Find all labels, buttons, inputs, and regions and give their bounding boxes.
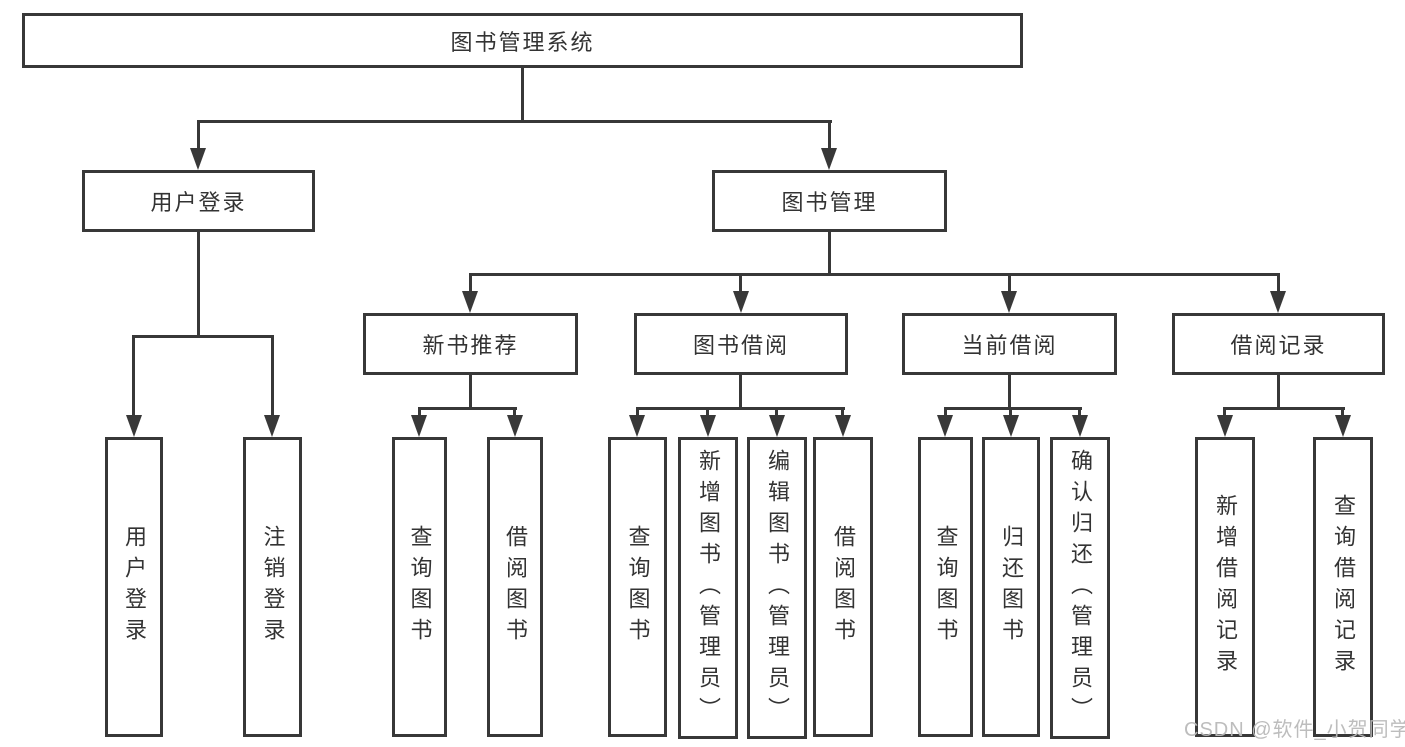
connector-vline [132, 335, 135, 417]
arrow-down-icon [1335, 415, 1351, 437]
connector-hline [418, 407, 517, 410]
node-borrowing-records: 借阅记录 [1172, 313, 1385, 375]
arrow-down-icon [769, 415, 785, 437]
node-current-borrowing: 当前借阅 [902, 313, 1117, 375]
connector-vline [469, 273, 472, 293]
leaf-query-books-borrowing: 查询图书 [608, 437, 667, 737]
arrow-down-icon [1072, 415, 1088, 437]
leaf-add-book-admin: 新增图书（管理员） [678, 437, 738, 739]
arrow-down-icon [629, 415, 645, 437]
node-user-login: 用户登录 [82, 170, 315, 232]
connector-vline [739, 375, 742, 409]
connector-hline [944, 407, 1082, 410]
connector-vline [1078, 407, 1081, 417]
connector-vline [1277, 375, 1280, 409]
connector-hline [469, 273, 1280, 276]
arrow-down-icon [700, 415, 716, 437]
arrow-down-icon [1217, 415, 1233, 437]
watermark: CSDN @软件_小贺同学 [1184, 719, 1405, 741]
connector-vline [841, 407, 844, 417]
connector-hline [1223, 407, 1345, 410]
connector-vline [828, 232, 831, 275]
connector-vline [521, 68, 524, 122]
connector-vline [469, 375, 472, 409]
leaf-confirm-return-admin: 确认归还（管理员） [1050, 437, 1110, 739]
node-book-borrowing: 图书借阅 [634, 313, 848, 375]
connector-vline [418, 407, 421, 417]
arrow-down-icon [937, 415, 953, 437]
arrow-down-icon [733, 291, 749, 313]
connector-vline [739, 273, 742, 293]
connector-vline [775, 407, 778, 417]
leaf-query-books-current: 查询图书 [918, 437, 973, 737]
leaf-edit-book-admin: 编辑图书（管理员） [747, 437, 807, 739]
arrow-down-icon [835, 415, 851, 437]
connector-vline [1223, 407, 1226, 417]
leaf-logout: 注销登录 [243, 437, 302, 737]
connector-vline [1008, 375, 1011, 409]
connector-vline [636, 407, 639, 417]
connector-vline [197, 232, 200, 338]
connector-vline [1009, 407, 1012, 417]
arrow-down-icon [1270, 291, 1286, 313]
arrow-down-icon [411, 415, 427, 437]
connector-vline [271, 335, 274, 417]
arrow-down-icon [190, 148, 206, 170]
connector-vline [828, 120, 831, 150]
leaf-return-books: 归还图书 [982, 437, 1040, 737]
connector-hline [197, 120, 832, 123]
connector-vline [197, 120, 200, 150]
arrow-down-icon [507, 415, 523, 437]
arrow-down-icon [1001, 291, 1017, 313]
connector-vline [944, 407, 947, 417]
connector-vline [1341, 407, 1344, 417]
leaf-borrow-books-recommend: 借阅图书 [487, 437, 543, 737]
connector-hline [132, 335, 274, 338]
arrow-down-icon [1003, 415, 1019, 437]
arrow-down-icon [462, 291, 478, 313]
arrow-down-icon [126, 415, 142, 437]
connector-vline [1008, 273, 1011, 293]
arrow-down-icon [821, 148, 837, 170]
leaf-query-books-recommend: 查询图书 [392, 437, 447, 737]
leaf-add-borrow-record: 新增借阅记录 [1195, 437, 1255, 737]
connector-hline [636, 407, 845, 410]
connector-vline [706, 407, 709, 417]
connector-vline [1277, 273, 1280, 293]
leaf-borrow-books-borrowing: 借阅图书 [813, 437, 873, 737]
node-new-book-recommend: 新书推荐 [363, 313, 578, 375]
leaf-query-borrow-record: 查询借阅记录 [1313, 437, 1373, 737]
connector-vline [513, 407, 516, 417]
arrow-down-icon [264, 415, 280, 437]
node-book-management: 图书管理 [712, 170, 947, 232]
node-root: 图书管理系统 [22, 13, 1023, 68]
leaf-user-login: 用户登录 [105, 437, 163, 737]
